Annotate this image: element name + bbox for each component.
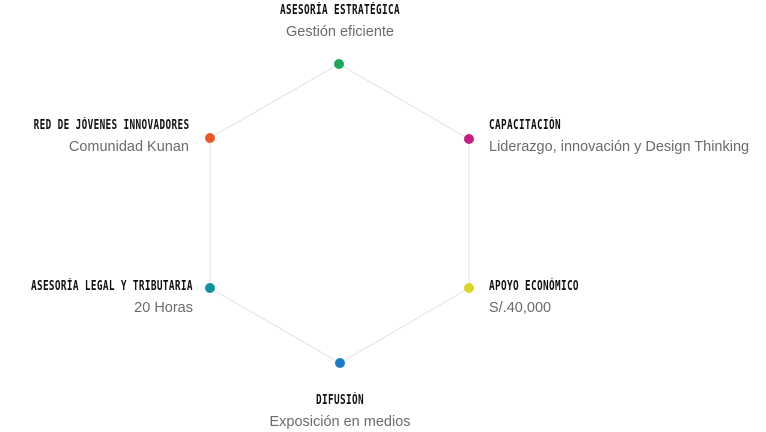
hexagon-outline bbox=[209, 63, 470, 364]
node-dot-asesoria-estrategica bbox=[334, 59, 344, 69]
node-subtitle: 20 Horas bbox=[134, 300, 193, 316]
node-dot-difusion bbox=[335, 358, 345, 368]
node-title: APOYO ECONÓMICO bbox=[489, 279, 579, 294]
node-label-asesoria-legal: ASESORÍA LEGAL Y TRIBUTARIA 20 Horas bbox=[0, 278, 193, 317]
node-dot-apoyo-economico bbox=[464, 283, 474, 293]
node-subtitle: Comunidad Kunan bbox=[68, 139, 189, 155]
node-label-difusion: DIFUSIÓN Exposición en medios bbox=[200, 392, 480, 431]
node-subtitle: Exposición en medios bbox=[269, 414, 411, 430]
node-dot-capacitacion bbox=[464, 134, 474, 144]
node-label-red-jovenes: RED DE JÓVENES INNOVADORES Comunidad Kun… bbox=[0, 117, 189, 156]
node-dot-asesoria-legal bbox=[205, 283, 215, 293]
node-label-asesoria-estrategica: ASESORÍA ESTRATÉGICA Gestión eficiente bbox=[200, 2, 480, 41]
node-title: ASESORÍA LEGAL Y TRIBUTARIA bbox=[31, 279, 193, 294]
node-subtitle: S/.40,000 bbox=[489, 300, 552, 316]
node-label-apoyo-economico: APOYO ECONÓMICO S/.40,000 bbox=[489, 278, 614, 317]
node-subtitle: Gestión eficiente bbox=[285, 24, 394, 40]
node-title: CAPACITACIÓN bbox=[489, 118, 561, 133]
node-dot-red-jovenes bbox=[205, 133, 215, 143]
node-label-capacitacion: CAPACITACIÓN Liderazgo, innovación y Des… bbox=[489, 117, 749, 156]
node-title: RED DE JÓVENES INNOVADORES bbox=[33, 118, 189, 133]
node-title: DIFUSIÓN bbox=[316, 393, 364, 408]
node-subtitle: Liderazgo, innovación y Design Thinking bbox=[489, 139, 750, 155]
node-title: ASESORÍA ESTRATÉGICA bbox=[280, 3, 400, 18]
